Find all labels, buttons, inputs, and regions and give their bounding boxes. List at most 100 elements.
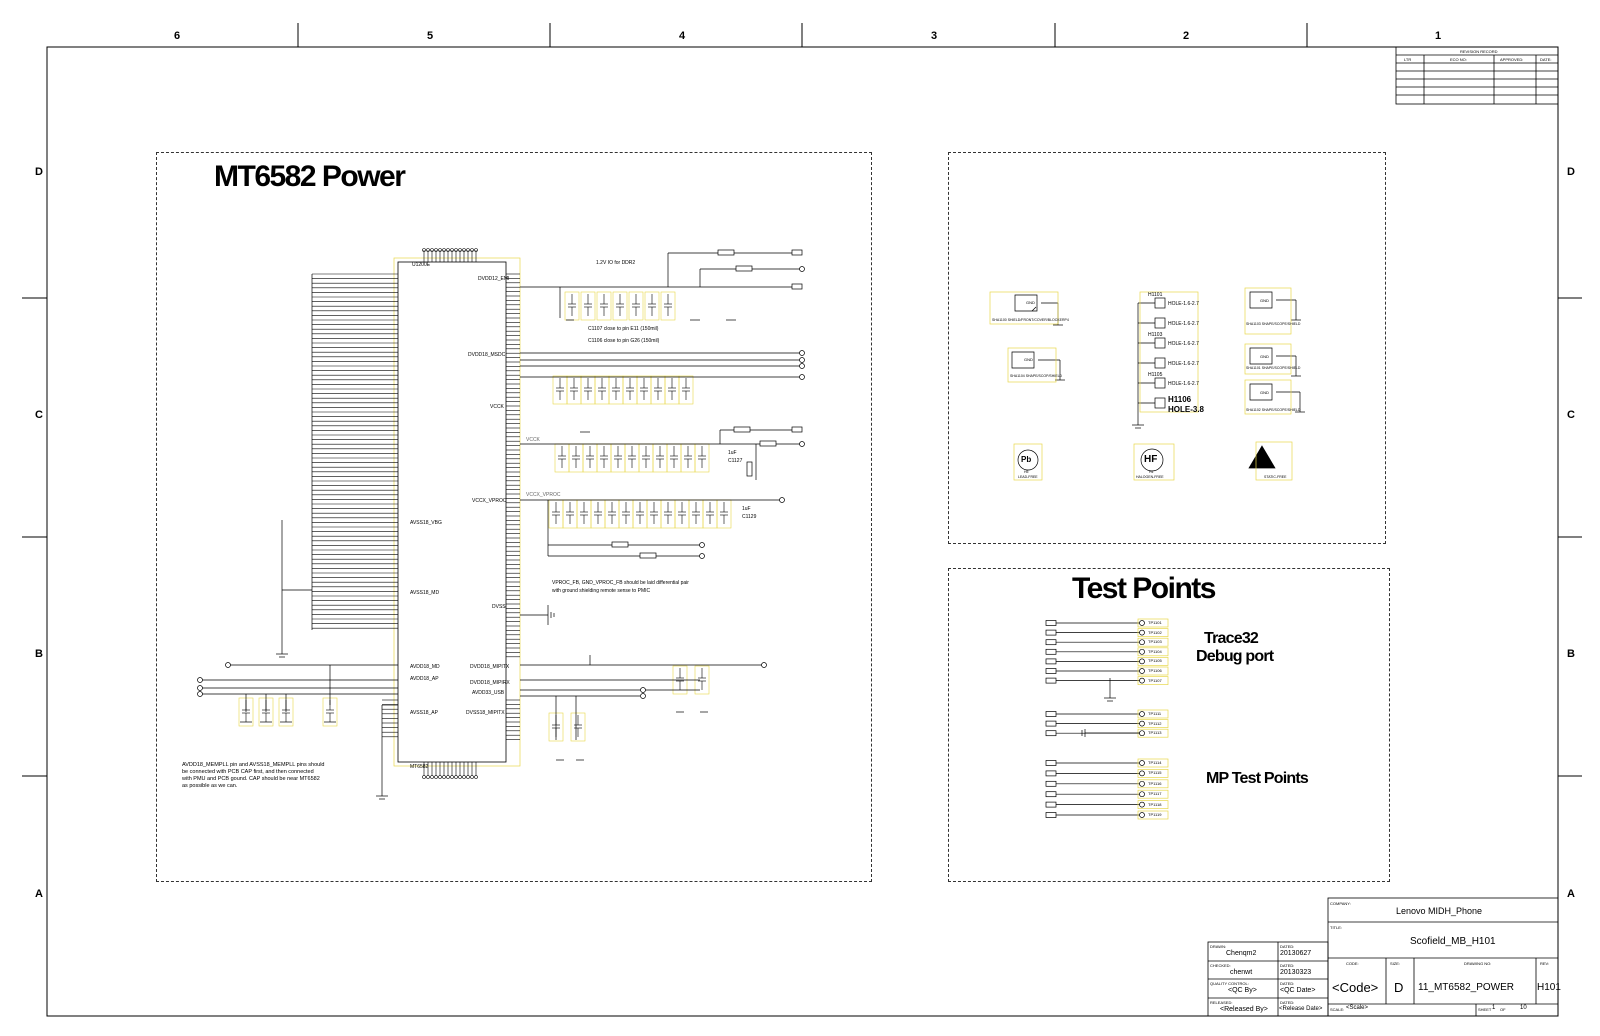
top-pin-end bbox=[470, 248, 474, 252]
tb-drawn: Chenqm2 bbox=[1226, 950, 1257, 957]
revision-record-title: REVISION RECORD bbox=[1460, 49, 1498, 54]
trace32-test-point-pad bbox=[1139, 668, 1145, 674]
tb-scale: <Scale> bbox=[1346, 1005, 1369, 1011]
tb-scale-label: SCALE: bbox=[1330, 1007, 1345, 1012]
trace32-test-point-pad bbox=[1139, 639, 1145, 646]
mp-test-point-outline bbox=[1137, 800, 1169, 809]
tb-of-label: OF bbox=[1500, 1007, 1506, 1012]
trace32-test-point-outline bbox=[1137, 647, 1169, 657]
hole-h1101-ref: H1101 bbox=[1148, 292, 1163, 298]
trace32-test-point-outline bbox=[1137, 637, 1169, 647]
revision-header-approved: APPROVED: bbox=[1500, 57, 1524, 62]
top-pin-end bbox=[454, 248, 458, 252]
pin-group-vccx-vproc: VCCX_VPROC bbox=[472, 498, 507, 504]
mp-test-point-outline bbox=[1137, 779, 1169, 789]
mp-test-point-pad bbox=[1139, 791, 1145, 798]
tb-released-date-label: DATED: bbox=[1280, 1000, 1295, 1005]
pin-group-avdd18-md: AVDD18_MD bbox=[410, 664, 440, 670]
revision-table-lines bbox=[1395, 46, 1559, 105]
top-pin-end bbox=[446, 248, 450, 252]
testpoint-section-frame bbox=[948, 568, 1390, 882]
tb-size-label: SIZE: bbox=[1390, 961, 1401, 966]
ic-part-number: MT6582 bbox=[410, 764, 429, 770]
trace32-test-point-label: TP1106 bbox=[1148, 668, 1162, 673]
net-vcck: VCCK bbox=[526, 437, 540, 443]
shield-sha1101-label: SHA1101 SHAPE/SCOPE/SHIELD bbox=[1246, 366, 1301, 370]
top-pins bbox=[422, 248, 478, 779]
tb-qc: <QC By> bbox=[1228, 987, 1257, 994]
net-vccx-vproc: VCCX_VPROC bbox=[526, 492, 561, 498]
pin-group-dvdd18-msdc: DVDD18_MSDC bbox=[468, 352, 506, 358]
tb-drawn-label: DRAWN: bbox=[1210, 944, 1227, 949]
lead-free-label: LEAD-FREE bbox=[1018, 475, 1038, 479]
trace32-test-point-pad bbox=[1139, 658, 1145, 665]
trace32-test-point-pad bbox=[1139, 629, 1145, 636]
avdd-note: AVDD18_MEMPLL pin and AVSS18_MEMPLL pins… bbox=[182, 762, 324, 790]
tb-code-label: CODE: bbox=[1346, 961, 1359, 966]
hole-h1105-ref: H1105 bbox=[1148, 372, 1163, 378]
lead-free-icon: Pb bbox=[1021, 455, 1032, 464]
tb-company-label: COMPANY: bbox=[1330, 901, 1351, 906]
shield-gnd-5: GND bbox=[1260, 390, 1269, 395]
pin-group-avss18-md: AVSS18_MD bbox=[410, 590, 440, 596]
bottom-pin-end bbox=[470, 775, 474, 779]
mp-test-point-label: TP1115 bbox=[1148, 770, 1162, 776]
cap-placement-note-1: C1107 close to pin E11 (150mil) bbox=[588, 326, 659, 332]
trace32-test-point-pad bbox=[1139, 648, 1145, 655]
row-label-a-right: A bbox=[1567, 888, 1575, 900]
cap-1uf-vproc: 1uF bbox=[742, 506, 751, 512]
mp-test-point-label: TP1119 bbox=[1148, 812, 1162, 817]
trace32-test-point-label: TP1102 bbox=[1148, 629, 1162, 635]
avdd-note-line-3: with PMU and PCB gound. CAP should be ne… bbox=[182, 776, 320, 782]
row-label-b-left: B bbox=[35, 648, 43, 660]
avdd-note-line-2: be connected with PCB CAP first, and the… bbox=[182, 769, 314, 775]
tb-title: Scofield_MB_H101 bbox=[1410, 936, 1496, 947]
mp-test-point-label: TP1116 bbox=[1148, 780, 1162, 786]
hole-h1102-value: HOLE-1.6-2.7 bbox=[1168, 321, 1199, 327]
mp-test-point-pad bbox=[1139, 780, 1145, 787]
mech-symbols bbox=[1011, 291, 1305, 472]
bottom-pin-end bbox=[462, 775, 466, 779]
mp-test-point-outline bbox=[1137, 769, 1169, 778]
trace32-test-point-pad bbox=[1139, 620, 1145, 626]
avdd-note-line-1: AVDD18_MEMPLL pin and AVSS18_MEMPLL pins… bbox=[182, 762, 325, 768]
ddr-cap-outline bbox=[596, 291, 612, 321]
tb-qc-date: <QC Date> bbox=[1280, 987, 1316, 994]
misc-test-point-outline bbox=[1137, 719, 1169, 728]
pin-group-dvdd18-mipirx: DVDD18_MIPIRX bbox=[470, 680, 510, 686]
column-label-5: 5 bbox=[426, 30, 434, 42]
tb-sheet-label: SHEET bbox=[1478, 1007, 1492, 1012]
test-point-wires bbox=[1045, 618, 1169, 820]
tb-rev: H101 bbox=[1537, 982, 1561, 993]
msdc-cap-outline bbox=[678, 375, 694, 405]
power-section-title: MT6582 Power bbox=[214, 160, 406, 193]
misc-test-point-pad bbox=[1139, 720, 1145, 727]
resistors bbox=[611, 249, 777, 559]
shield-gnd-1: GND bbox=[1026, 300, 1035, 305]
column-label-1: 1 bbox=[1434, 30, 1442, 42]
top-pin-end bbox=[442, 248, 446, 252]
misc-test-point-label: TP1111 bbox=[1148, 711, 1162, 716]
mp-test-point-outline bbox=[1137, 810, 1169, 820]
vproc-note-line-1: VPROC_FB, GND_VPROC_FB should be laid di… bbox=[552, 580, 689, 586]
bottom-pin-end bbox=[466, 775, 470, 779]
tb-drawing-no-label: DRAWING NO: bbox=[1464, 961, 1492, 966]
ic-refdes: U1200E bbox=[412, 262, 431, 268]
top-pin-end bbox=[458, 248, 462, 252]
ddr-cap-outline bbox=[580, 291, 596, 321]
misc-test-point-label: TP1112 bbox=[1148, 720, 1162, 726]
port-connectors bbox=[197, 249, 805, 699]
mp-test-point-outline bbox=[1137, 789, 1169, 799]
tb-title-label: TITLE: bbox=[1330, 925, 1343, 930]
avdd-note-line-4: as possible as we can. bbox=[182, 783, 238, 789]
ddr-cap-outline bbox=[612, 291, 628, 321]
ddr-cap-outline bbox=[660, 291, 676, 321]
cap-1uf-vcck: 1uF bbox=[728, 450, 737, 456]
bottom-pin-end bbox=[430, 775, 434, 779]
cap-c1127: C1127 bbox=[728, 458, 743, 464]
shield-sha1104-label: SHA1104 SHAPE/SCOP/SHIELD bbox=[1010, 374, 1063, 378]
vproc-note-line-2: with ground shielding remote sense to PM… bbox=[552, 588, 651, 594]
row-label-d-right: D bbox=[1567, 166, 1575, 178]
ic-pin-highlight bbox=[393, 257, 521, 767]
right-power-rails bbox=[506, 273, 520, 740]
